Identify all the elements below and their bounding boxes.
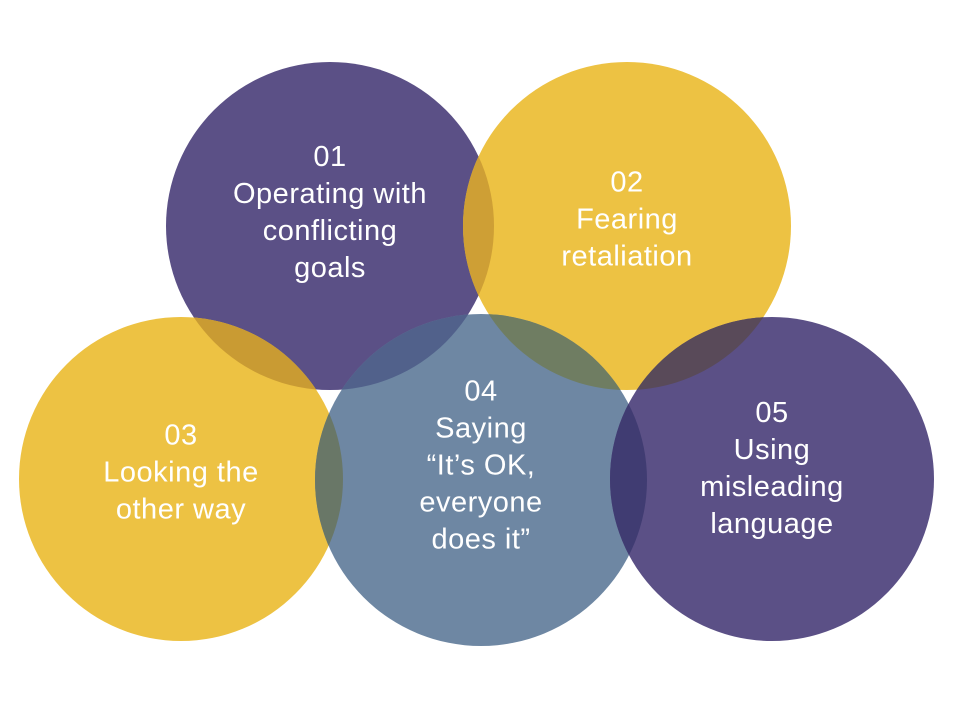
- circle-02: [463, 62, 791, 390]
- circle-05: [610, 317, 934, 641]
- circle-04: [315, 314, 647, 646]
- circle-03: [19, 317, 343, 641]
- circle-01: [166, 62, 494, 390]
